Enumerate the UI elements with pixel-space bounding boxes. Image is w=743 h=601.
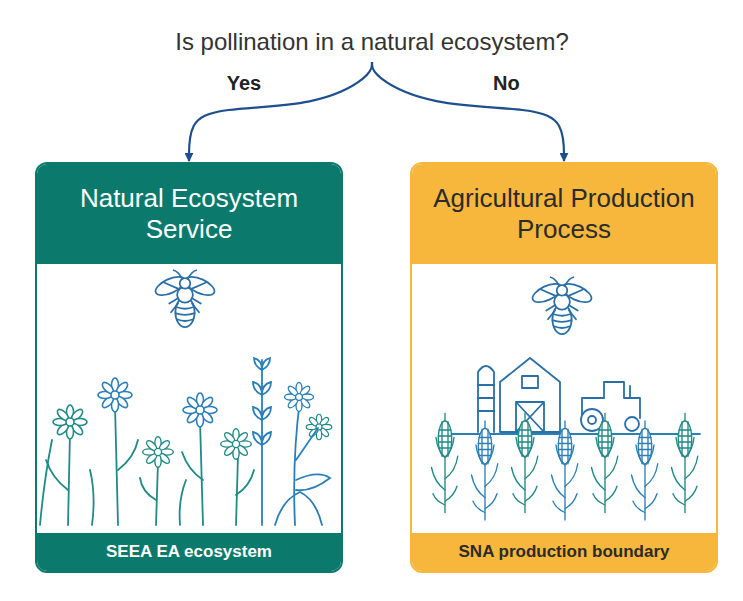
production-box: Agricultural Production ProcessSNA produ… <box>410 162 718 573</box>
ecosystem-box: Natural Ecosystem ServiceSEEA EA ecosyst… <box>35 162 343 573</box>
box-heading: Natural Ecosystem Service <box>37 164 341 264</box>
box-footer: SNA production boundary <box>412 533 716 571</box>
edge-label: Yes <box>223 72 265 95</box>
decision-connector <box>189 62 372 161</box>
box-footer: SEEA EA ecosystem <box>37 533 341 571</box>
question-node: Is pollination in a natural ecosystem? <box>171 28 573 60</box>
edge-label: No <box>489 72 524 95</box>
decision-connector <box>372 62 564 161</box>
bee-icon <box>530 277 594 334</box>
silo <box>478 366 494 432</box>
farm-illustration <box>432 277 701 520</box>
wildflower-illustration <box>40 270 332 525</box>
box-heading: Agricultural Production Process <box>412 164 716 264</box>
question-text: Is pollination in a natural ecosystem? <box>175 28 569 56</box>
tractor <box>581 382 640 431</box>
bee-icon <box>153 270 217 327</box>
barn <box>500 358 560 432</box>
